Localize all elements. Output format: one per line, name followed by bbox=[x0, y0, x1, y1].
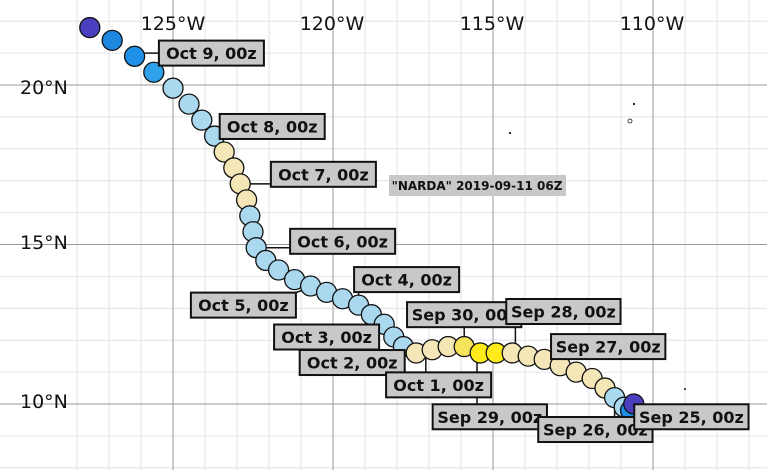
date-label-box bbox=[289, 227, 397, 255]
date-label-box bbox=[431, 403, 548, 431]
lon-label-115w: 115°W bbox=[460, 13, 525, 35]
date-label-box bbox=[353, 266, 461, 294]
track-point bbox=[143, 61, 165, 83]
date-label-text: Sep 27, 00z bbox=[556, 338, 661, 357]
track-point bbox=[101, 29, 123, 51]
lat-label-15n: 15°N bbox=[20, 232, 68, 254]
date-label-box bbox=[269, 160, 377, 188]
date-label-text: Sep 30, 00z bbox=[412, 306, 517, 325]
date-label-box bbox=[550, 333, 667, 361]
date-label-text: Oct 3, 00z bbox=[281, 328, 372, 347]
date-label-text: Sep 25, 00z bbox=[639, 408, 744, 427]
date-label-text: Sep 29, 00z bbox=[437, 408, 542, 427]
date-label-text: Oct 1, 00z bbox=[393, 376, 484, 395]
date-label-box bbox=[189, 291, 297, 319]
date-label-text: Oct 4, 00z bbox=[361, 271, 452, 290]
island-specks bbox=[508, 102, 686, 390]
track-point bbox=[267, 259, 290, 281]
track-point bbox=[162, 77, 184, 99]
lon-label-110w: 110°W bbox=[620, 13, 685, 35]
date-label-box bbox=[218, 112, 326, 140]
date-label-text: Oct 9, 00z bbox=[166, 44, 257, 63]
date-label-box bbox=[298, 349, 406, 377]
date-label-text: Oct 5, 00z bbox=[198, 296, 289, 315]
lon-label-120w: 120°W bbox=[300, 13, 365, 35]
date-label-box bbox=[633, 403, 750, 431]
date-label-box bbox=[406, 301, 523, 329]
track-point bbox=[213, 141, 235, 163]
track-point bbox=[123, 45, 146, 67]
storm-timestamp-background bbox=[389, 175, 566, 196]
lat-label-20n: 20°N bbox=[20, 77, 68, 99]
island-speck bbox=[508, 131, 512, 135]
date-label-text: Oct 8, 00z bbox=[227, 117, 318, 136]
storm-timestamp-text: "NARDA" 2019-09-11 06Z bbox=[392, 179, 563, 193]
storm-timestamp: "NARDA" 2019-09-11 06Z bbox=[389, 175, 566, 196]
island-speck bbox=[627, 118, 633, 124]
date-label-text: Oct 7, 00z bbox=[278, 165, 369, 184]
track-point bbox=[79, 16, 101, 39]
island-speck bbox=[684, 388, 686, 390]
date-label-text: Sep 28, 00z bbox=[511, 302, 616, 321]
storm-track bbox=[79, 16, 645, 422]
track-point bbox=[191, 109, 213, 131]
date-label-box bbox=[505, 297, 622, 325]
lat-label-10n: 10°N bbox=[20, 391, 68, 413]
date-label-box bbox=[157, 39, 265, 67]
date-label-text: Oct 2, 00z bbox=[307, 354, 398, 373]
date-label-text: Oct 6, 00z bbox=[297, 232, 388, 251]
date-label-text: Sep 26, 00z bbox=[543, 421, 648, 440]
track-point bbox=[178, 93, 200, 115]
date-label-box bbox=[385, 371, 493, 399]
date-label-box bbox=[273, 323, 381, 351]
lon-label-125w: 125°W bbox=[141, 13, 206, 35]
island-speck bbox=[632, 102, 636, 106]
